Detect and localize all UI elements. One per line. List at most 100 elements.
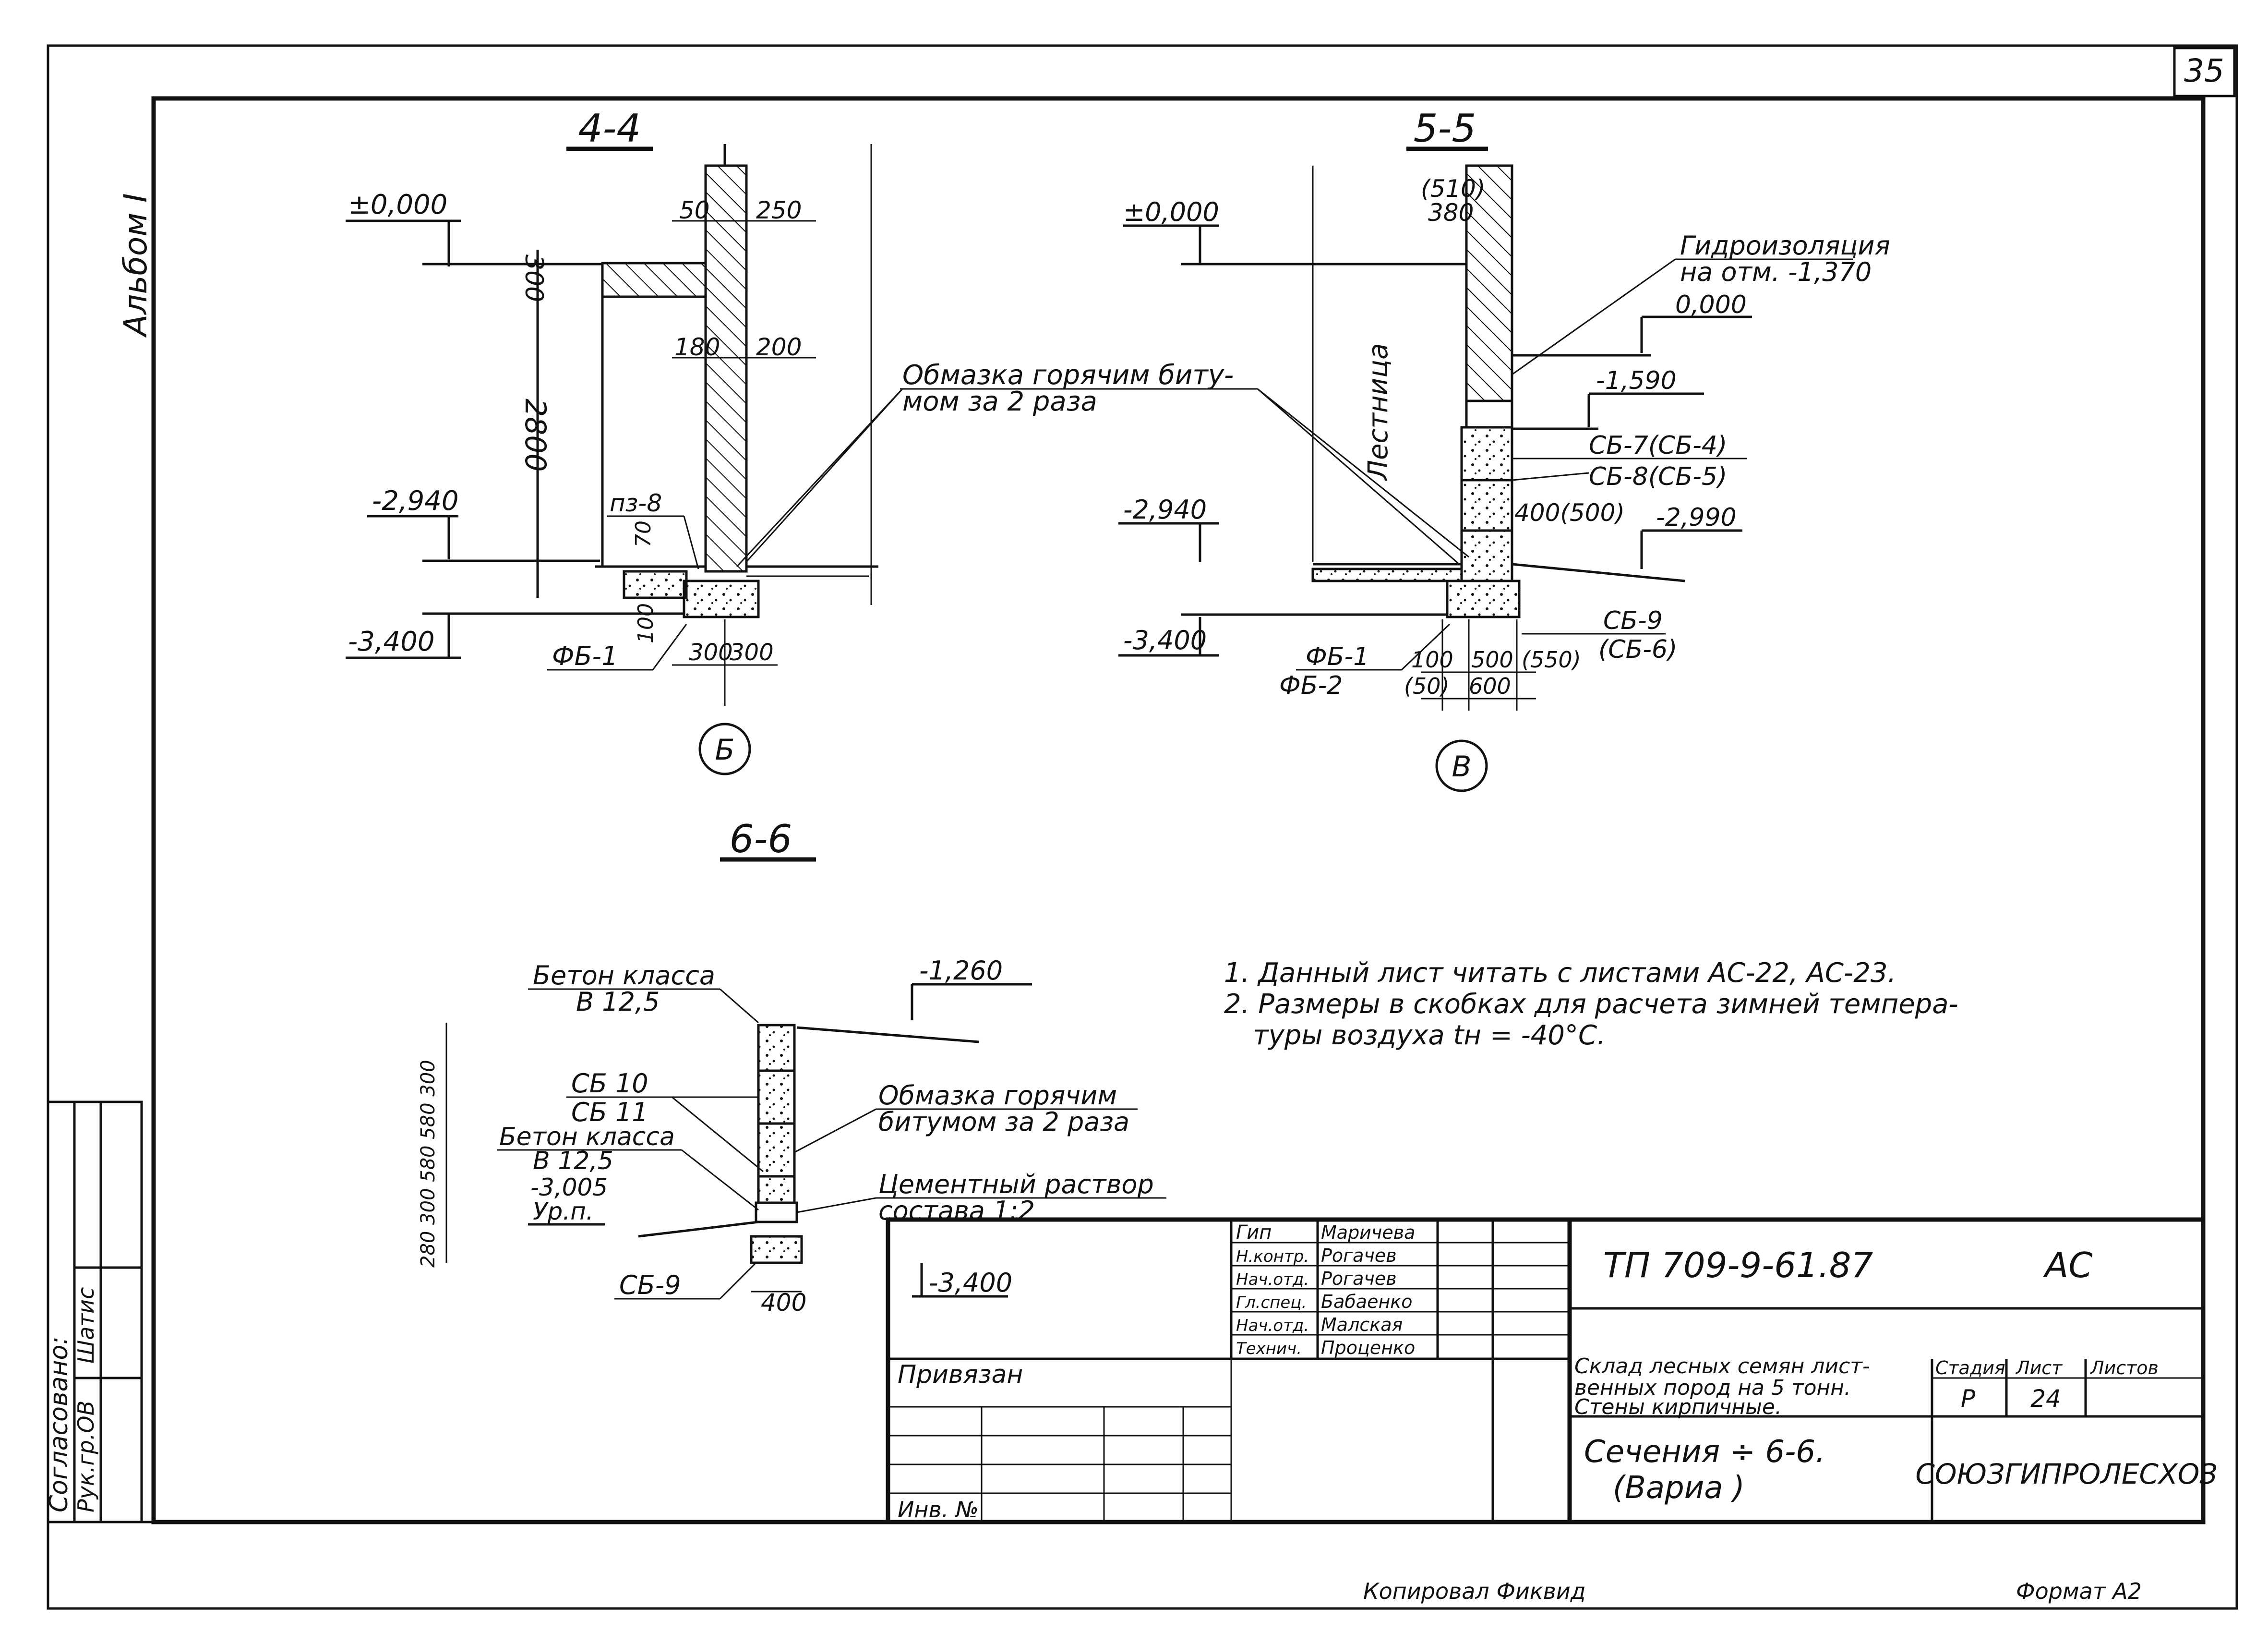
section-4-4: 4-4 ±0,000 -2,940 -3,400 300 2800 50 250	[346, 106, 878, 775]
stamp-role-2: Нач.отд.	[1236, 1270, 1309, 1289]
dim-5-50: (50)	[1404, 673, 1449, 699]
concrete-2: Бетон класса В 12,5	[499, 1123, 683, 1175]
dim-5-380: 380	[1428, 199, 1474, 227]
stamp-name-0: Маричева	[1321, 1222, 1415, 1243]
fb-2-5: ФБ-2	[1279, 671, 1343, 700]
sb-6-5: (СБ-6)	[1598, 635, 1677, 664]
section-6-6-title: 6-6	[730, 817, 792, 861]
stair-label: Лестница	[1363, 343, 1394, 481]
privyazan: Привязан	[898, 1360, 1023, 1389]
doc-mark: АС	[2043, 1245, 2093, 1285]
dim-5-510: (510)	[1421, 175, 1485, 203]
blocks-1: СБ-7(СБ-4)	[1589, 431, 1727, 460]
stamp-role-3: Гл.спец.	[1236, 1293, 1307, 1312]
elev-6-3400: -3,400	[929, 1268, 1012, 1298]
sheet-value: 24	[2030, 1385, 2061, 1413]
note-1: 1. Данный лист читать с листами АС-22, А…	[1224, 957, 1896, 989]
stamp-name-1: Рогачев	[1321, 1245, 1397, 1266]
stamp-role-4: Нач.отд.	[1236, 1316, 1309, 1335]
ypl: Ур.п.	[533, 1197, 594, 1225]
elev-5-2990: -2,990	[1656, 503, 1737, 532]
waterproof-label: Гидроизоляция на отм. -1,370	[1680, 230, 1898, 287]
dim-4-300b: 300	[730, 639, 774, 666]
dim-5-600: 600	[1469, 673, 1511, 699]
label-fb: ФБ-1	[552, 641, 618, 671]
dim-4-180: 180	[674, 333, 720, 361]
dim-4-200: 200	[756, 333, 802, 361]
paper-format: Формат А2	[2016, 1578, 2142, 1604]
dim-4-70: 70	[631, 520, 656, 547]
drawing-name: Сечения ÷ 6-6. (Вариа )	[1584, 1434, 1835, 1506]
axis-b-marker	[698, 723, 751, 775]
elev-5-0: 0,000	[1675, 290, 1747, 319]
section-4-4-title: 4-4	[578, 106, 641, 151]
stamp-name-3: Бабаенко	[1321, 1291, 1413, 1312]
elev-5-mid: -2,940	[1123, 495, 1207, 525]
doc-code: ТП 709-9-61.87	[1603, 1245, 1873, 1285]
label-pz: пз-8	[610, 489, 662, 517]
dim-5-100: 100	[1411, 647, 1453, 673]
agreed-name: Шатис	[73, 1287, 99, 1364]
sb-9-5: СБ-9	[1603, 606, 1663, 635]
elev-4-bottom: -3,400	[348, 626, 435, 657]
axis-v-label: В	[1452, 750, 1471, 784]
axis-b-label: Б	[715, 733, 734, 767]
ruk-label: Рук.гр.ОВ	[73, 1401, 99, 1512]
stage-hdr: Стадия	[1935, 1357, 2005, 1378]
dim-5-550: (550)	[1522, 647, 1581, 673]
dim-5-400: 400(500)	[1514, 499, 1625, 527]
elev-4-mid: -2,940	[372, 485, 459, 517]
stamp-role-1: Н.контр.	[1236, 1247, 1309, 1266]
elev-5-top: ±0,000	[1123, 197, 1219, 227]
stamp-role-0: Гип	[1236, 1221, 1272, 1244]
dim-5-500: 500	[1471, 647, 1513, 673]
elev-6-3005: -3,005	[530, 1173, 608, 1201]
stamp-role-5: Технич.	[1236, 1339, 1302, 1358]
title-block: Гип Н.контр. Нач.отд. Гл.спец. Нач.отд. …	[886, 1217, 2218, 1524]
general-notes: 1. Данный лист читать с листами АС-22, А…	[1224, 957, 1958, 1051]
sheets-hdr: Листов	[2089, 1357, 2159, 1378]
approval-strip: Согласовано: Рук.гр.ОВ Шатис	[45, 1100, 143, 1523]
album-label: Альбом I	[117, 193, 154, 338]
axis-v-marker	[1435, 739, 1488, 792]
sb11: СБ 11	[571, 1097, 648, 1127]
stage-value: Р	[1961, 1385, 1976, 1413]
agreed-label: Согласовано:	[45, 1336, 73, 1512]
sheet-hdr: Лист	[2015, 1357, 2063, 1378]
bitumen-note-text: Обмазка горячим биту- мом за 2 раза	[902, 360, 1242, 417]
section-5-5-title: 5-5	[1414, 106, 1476, 151]
section-6-6: 6-6 Бетон класса В 12,5 -1,260 СБ 10 СБ …	[417, 817, 1166, 1317]
note-3: туры воздуха tн = -40°С.	[1253, 1020, 1606, 1051]
elev-4-top: ±0,000	[348, 189, 447, 220]
sheet-number-box	[2173, 47, 2236, 97]
object-title: Склад лесных семян лист- венных пород на…	[1574, 1354, 1877, 1419]
copied-by: Копировал Фиквид	[1363, 1578, 1586, 1604]
dim-4-250: 250	[756, 196, 802, 224]
section-5-5: 5-5 (510) 380 Лестница ±0,000 -2,940 -3,…	[1118, 106, 1898, 792]
stamp-name-2: Рогачев	[1321, 1268, 1397, 1289]
dim-4-50: 50	[679, 196, 710, 224]
sheet-number: 35	[2184, 52, 2224, 89]
elev-5-1590: -1,590	[1596, 366, 1677, 395]
fb-1-5: ФБ-1	[1306, 642, 1369, 671]
dim-4-2800: 2800	[518, 399, 552, 472]
concrete-1: Бетон класса В 12,5	[533, 960, 723, 1017]
sb10: СБ 10	[571, 1068, 648, 1099]
dim-6-400: 400	[761, 1289, 806, 1317]
elev-5-bottom: -3,400	[1123, 625, 1207, 655]
note-2: 2. Размеры в скобках для расчета зимней …	[1224, 989, 1958, 1020]
organization: СОЮЗГИПРОЛЕСХОЗ	[1915, 1458, 2217, 1490]
sb9-6: СБ-9	[619, 1270, 681, 1300]
dim-4-300a: 300	[689, 639, 733, 666]
stamp-name-4: Малская	[1321, 1314, 1403, 1335]
stamp-name-5: Проценко	[1321, 1337, 1415, 1358]
outer-frame	[47, 44, 2238, 1610]
bitumen-6: Обмазка горячим битумом за 2 раза	[878, 1080, 1129, 1137]
dim-4-100: 100	[634, 603, 658, 643]
dim-4-300: 300	[519, 254, 548, 302]
inv-number: Инв. №	[898, 1497, 979, 1523]
bitumen-note: Обмазка горячим биту- мом за 2 раза	[736, 360, 1469, 568]
side-dims-6: 280 300 580 580 300	[417, 1060, 439, 1268]
blocks-2: СБ-8(СБ-5)	[1589, 462, 1727, 491]
